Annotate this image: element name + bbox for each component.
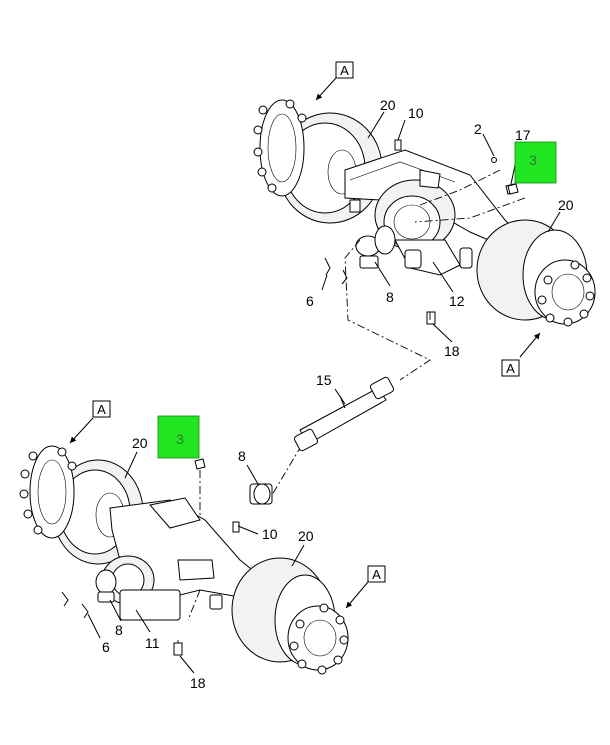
reference-label: A xyxy=(506,361,515,376)
callout-number: 3 xyxy=(529,152,537,168)
reference-label: A xyxy=(372,567,381,582)
upper-clip-6 xyxy=(324,257,331,276)
upper-bolt-10 xyxy=(394,139,402,151)
upper-axle-housing xyxy=(344,149,521,276)
driveshaft xyxy=(293,376,395,452)
part-label-10: 10 xyxy=(262,526,278,542)
callout-lower[interactable]: 3 xyxy=(157,415,206,470)
part-label-20: 20 xyxy=(380,97,396,113)
part-label-18: 18 xyxy=(444,343,460,359)
part-label-11: 11 xyxy=(145,635,160,651)
part-label-18: 18 xyxy=(190,675,206,691)
lower-clip-6 xyxy=(61,591,69,607)
lower-left-hub xyxy=(19,445,144,565)
lower-axle-assembly xyxy=(19,445,349,675)
reference-box-top-right: A xyxy=(501,359,520,377)
driveshaft-leader xyxy=(334,388,346,405)
reference-label: A xyxy=(340,63,349,78)
part-label-10: 10 xyxy=(408,105,424,121)
part-label-8: 8 xyxy=(238,448,246,464)
reference-box-bottom-left: A xyxy=(92,400,111,418)
upper-axle-assembly xyxy=(253,99,596,327)
upper-breather-18 xyxy=(426,311,436,325)
part-number-labels: 20 10 2 17 20 6 8 12 18 15 20 8 10 20 8 … xyxy=(102,97,574,691)
part-label-20: 20 xyxy=(558,197,574,213)
upper-clip-6b xyxy=(341,269,348,285)
reference-box-top-left: A xyxy=(335,61,354,79)
upper-left-hub xyxy=(253,99,383,224)
upper-right-hub xyxy=(476,219,596,327)
lower-breather-18 xyxy=(173,642,183,656)
reference-label: A xyxy=(97,402,106,417)
upper-yoke xyxy=(355,225,396,269)
reference-box-bottom-right: A xyxy=(367,565,386,583)
part-label-8: 8 xyxy=(115,622,123,638)
part-label-17: 17 xyxy=(515,127,531,143)
upper-plug-2 xyxy=(491,157,497,163)
part-label-15: 15 xyxy=(316,372,332,388)
lower-bolt-10 xyxy=(232,521,240,533)
part-label-20: 20 xyxy=(132,435,148,451)
part-label-12: 12 xyxy=(449,293,465,309)
part-label-20: 20 xyxy=(298,528,314,544)
callout-upper[interactable]: 3 xyxy=(507,141,557,195)
part-label-2: 2 xyxy=(474,121,482,137)
upper-leader-lines xyxy=(315,77,561,358)
part-label-6: 6 xyxy=(306,293,314,309)
callout-number: 3 xyxy=(176,431,184,447)
lower-right-hub xyxy=(231,557,349,675)
lower-yoke-front xyxy=(95,569,117,603)
lower-axle-housing xyxy=(101,497,266,621)
lower-leader-lines xyxy=(69,417,369,674)
lower-yoke-center xyxy=(249,483,273,505)
lower-clip-6b xyxy=(81,603,89,619)
part-label-6: 6 xyxy=(102,639,110,655)
part-label-8: 8 xyxy=(386,289,394,305)
